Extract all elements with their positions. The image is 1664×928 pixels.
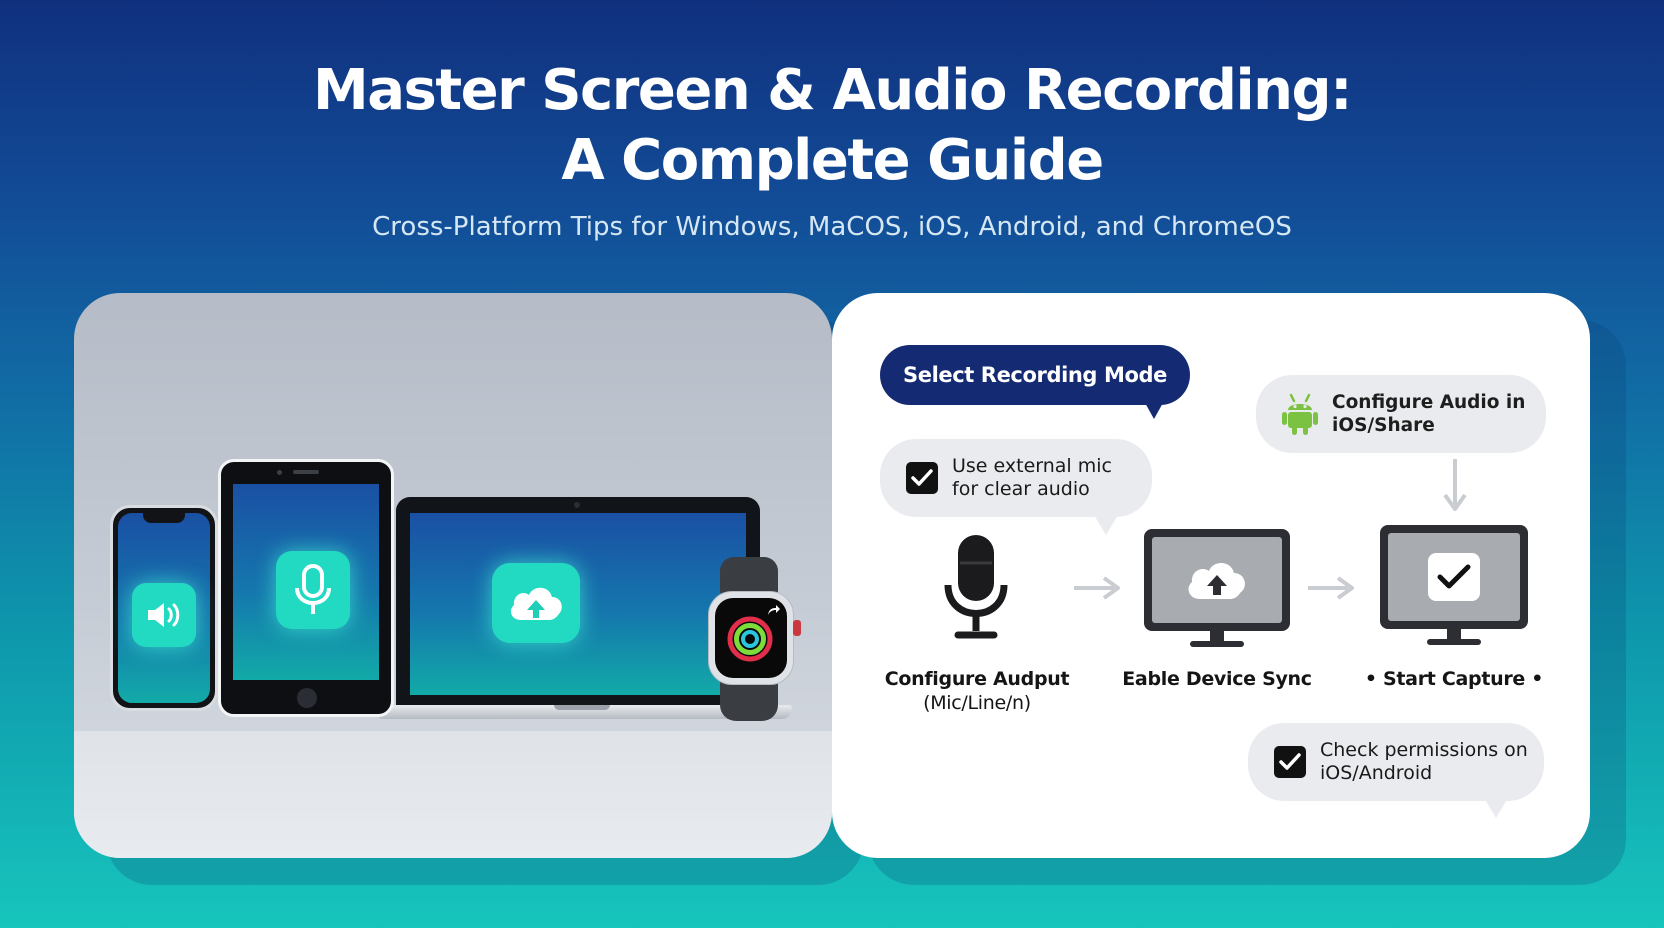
desk-surface <box>74 731 832 858</box>
tip-external-mic-tail <box>1094 515 1118 535</box>
cloud-upload-app-tile <box>492 563 580 643</box>
laptop-bezel <box>396 497 760 707</box>
tablet-home-button <box>297 688 317 708</box>
microphone-icon <box>944 535 1008 639</box>
step-enable-sync-label: Eable Device Sync <box>1122 668 1312 690</box>
tip-external-mic-bubble: Use external mic for clear audio <box>880 439 1152 517</box>
microphone-icon <box>295 564 331 614</box>
devices-illustration-panel <box>74 293 832 858</box>
tip-permissions-text: Check permissions on iOS/Android <box>1320 739 1528 784</box>
select-recording-mode-button[interactable]: Select Recording Mode <box>880 345 1190 405</box>
tip-permissions-bubble: Check permissions on iOS/Android <box>1248 723 1544 801</box>
page-title-line-2: A Complete Guide <box>561 128 1104 193</box>
recording-workflow-panel: Select Recording Mode Use external mic f… <box>832 293 1590 858</box>
microphone-app-tile <box>276 551 350 629</box>
laptop-base <box>374 705 792 719</box>
tablet-camera <box>277 470 282 475</box>
share-arrow-icon <box>768 605 780 615</box>
watch-screen <box>715 598 787 678</box>
cloud-upload-icon <box>510 587 562 620</box>
tablet-speaker <box>293 470 319 474</box>
tip-configure-audio-bubble: Configure Audio in iOS/Share <box>1256 375 1546 453</box>
right-arrow-icon <box>1308 576 1354 600</box>
mode-button-tail <box>1144 401 1164 419</box>
step-start-capture-label: • Start Capture • <box>1364 668 1544 690</box>
android-icon <box>1282 393 1318 435</box>
select-recording-mode-label: Select Recording Mode <box>903 363 1167 387</box>
step-configure-output-label: Configure Audput (Mic/Line/n) <box>884 668 1070 714</box>
tip-permissions-tail <box>1484 798 1508 818</box>
watch-digital-crown <box>793 620 801 636</box>
tip-configure-audio-text: Configure Audio in iOS/Share <box>1332 392 1526 436</box>
page-title-line-1: Master Screen & Audio Recording: <box>313 58 1352 123</box>
watch-case <box>708 591 801 685</box>
right-arrow-icon <box>1074 576 1120 600</box>
activity-rings-icon <box>727 616 773 662</box>
speaker-app-tile <box>132 583 196 647</box>
watch-band-top <box>720 557 778 595</box>
laptop-camera <box>574 502 580 508</box>
tip-external-mic-text: Use external mic for clear audio <box>952 455 1112 500</box>
page-title: Master Screen & Audio Recording: A Compl… <box>0 56 1664 196</box>
speaker-icon <box>148 603 180 627</box>
cloud-upload-icon <box>1188 562 1245 599</box>
phone-notch <box>143 513 185 523</box>
down-arrow-icon <box>1443 459 1467 511</box>
checkmark-icon <box>1274 746 1306 778</box>
page-subtitle: Cross-Platform Tips for Windows, MaCOS, … <box>372 212 1292 242</box>
checkmark-icon <box>1428 553 1480 601</box>
checkmark-icon <box>906 462 938 494</box>
